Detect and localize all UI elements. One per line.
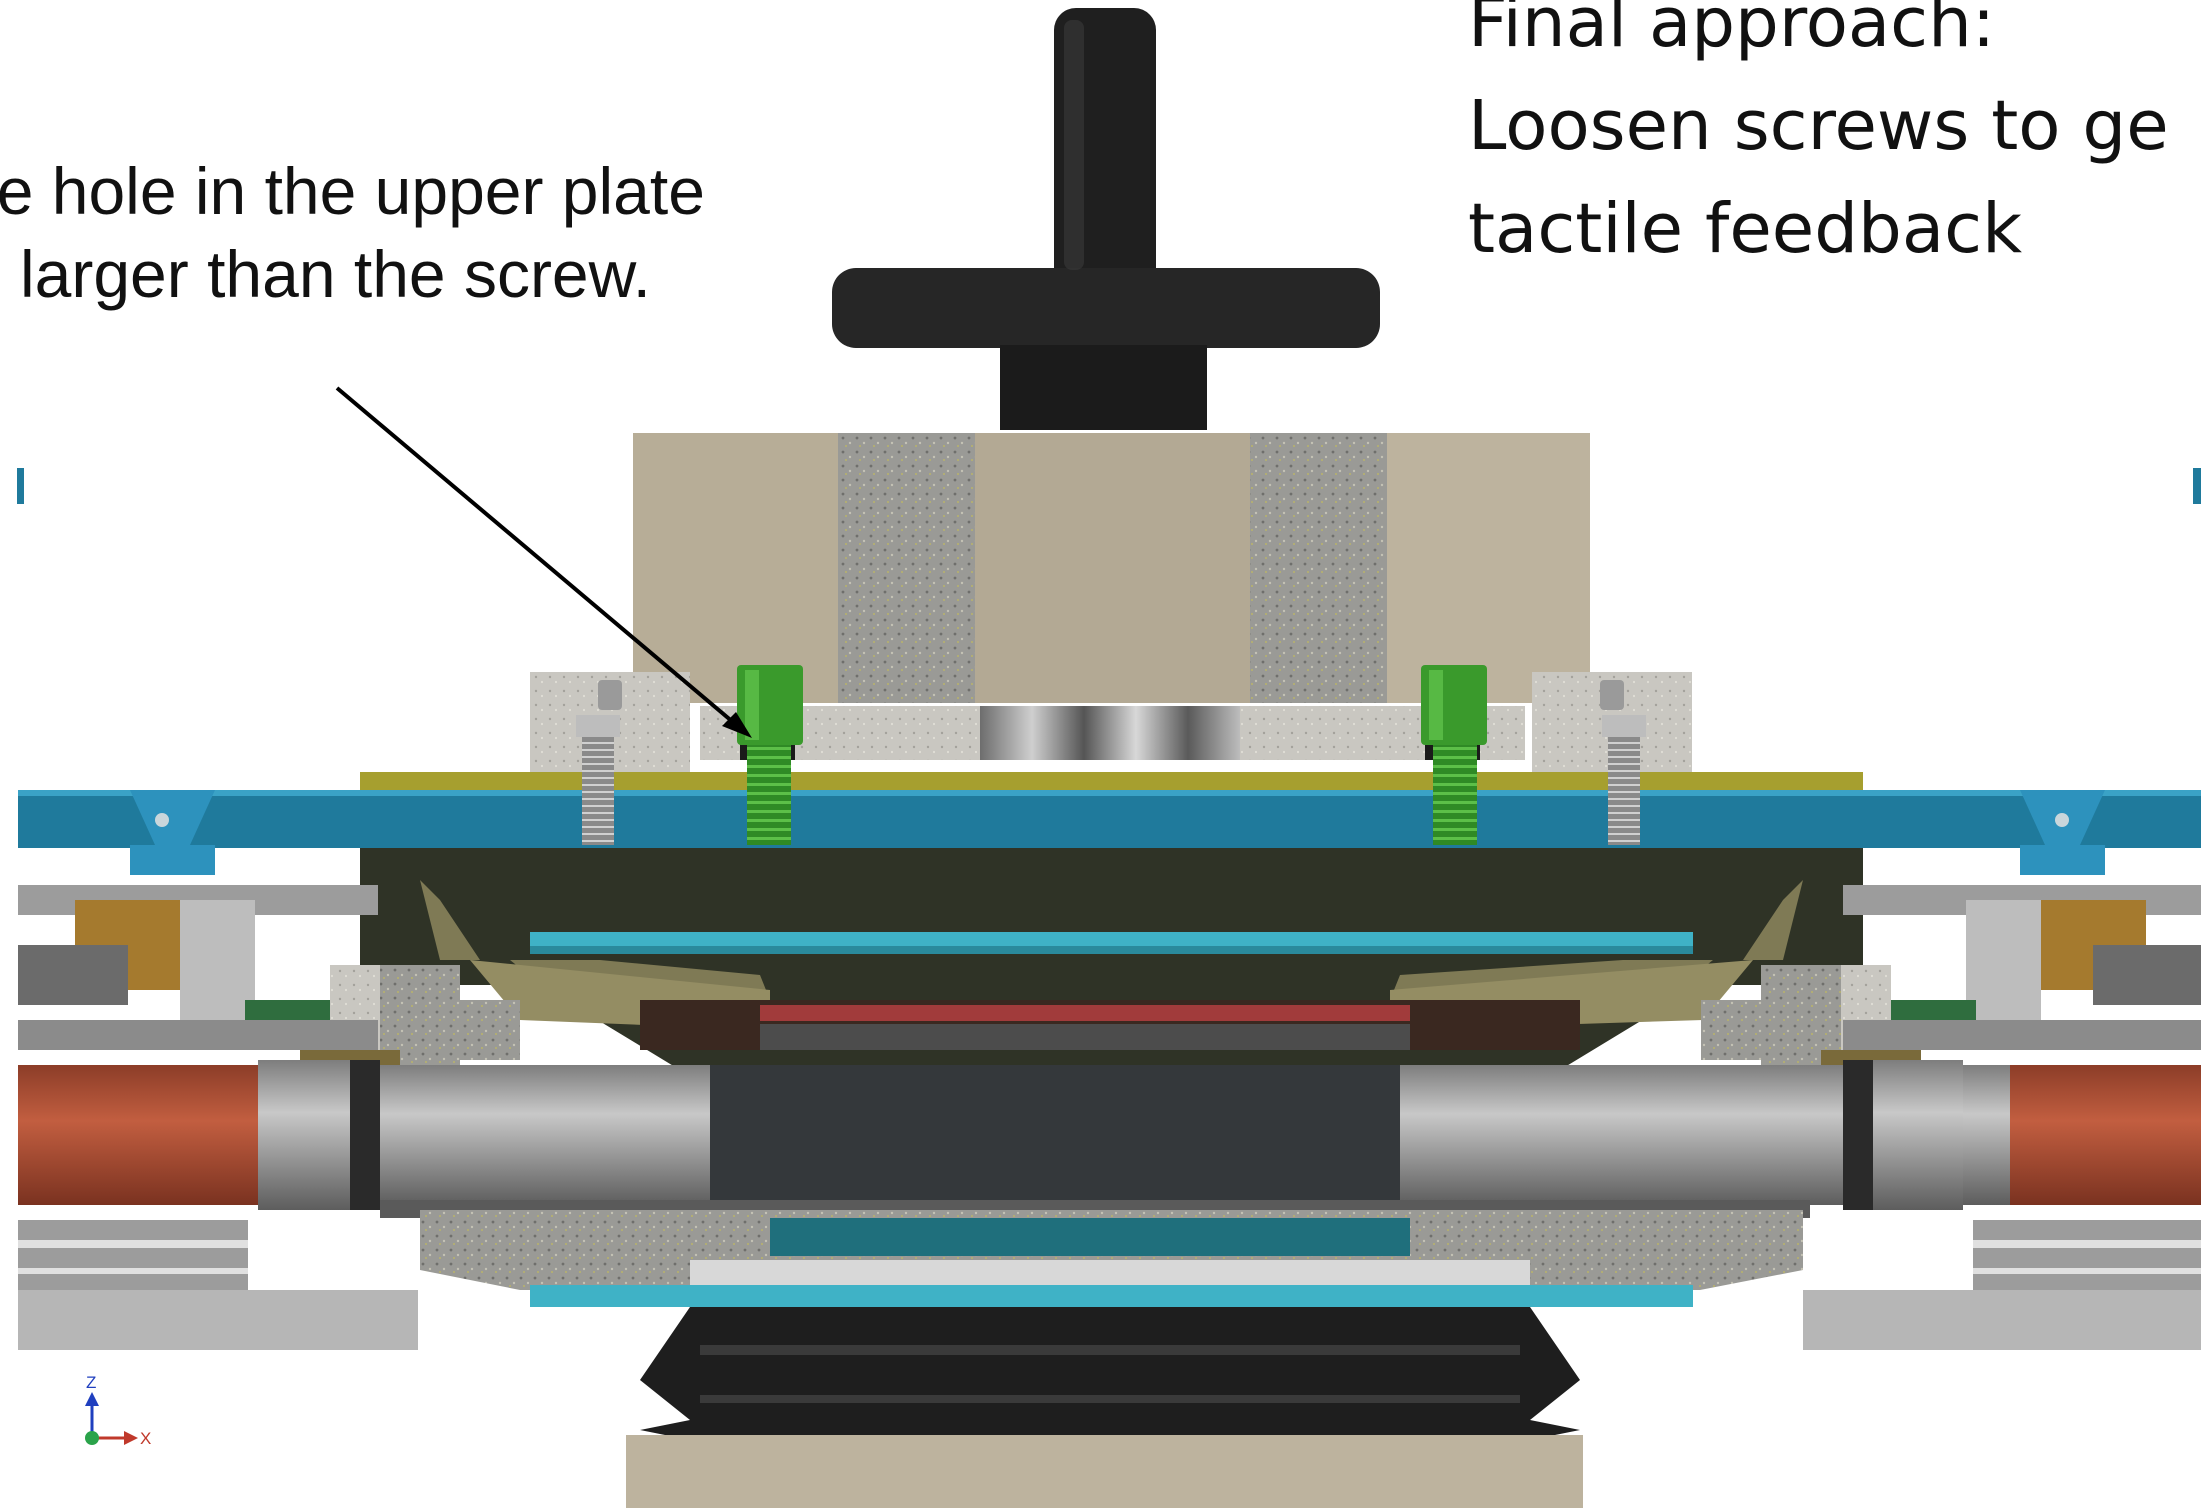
base-block [626, 1435, 1583, 1508]
final-approach-line-3: tactile feedback [1468, 189, 2023, 269]
left-edge-mark [17, 468, 24, 504]
z-axis-label: Z [86, 1373, 96, 1392]
final-approach-line-2: Loosen screws to ge [1468, 86, 2169, 166]
hole-annotation-line-2: larger than the screw. [20, 237, 651, 311]
hole-annotation: he hole in the upper plate larger than t… [0, 150, 820, 316]
beam-tube [18, 1060, 2201, 1218]
green-screws [737, 665, 1487, 845]
electronics-row [640, 1000, 1580, 1050]
bellows [640, 1307, 1580, 1440]
z-arrow-icon [85, 1392, 99, 1406]
lower-chamber [420, 1210, 1803, 1307]
final-approach-title: Final approach: [1468, 0, 1996, 63]
axis-triad: Z X [85, 1373, 151, 1448]
right-side-assembly [1701, 885, 2201, 1350]
yellow-plate [360, 772, 1863, 794]
knob [832, 8, 1380, 430]
x-axis-label: X [140, 1429, 151, 1448]
grey-screws [576, 715, 1646, 845]
final-approach-annotation: Final approach: Loosen screws to ge tact… [1468, 0, 2201, 281]
hole-annotation-line-1: he hole in the upper plate [0, 154, 705, 228]
right-edge-mark [2193, 468, 2201, 504]
annotation-arrow [335, 386, 752, 738]
upper-block [633, 433, 1590, 703]
x-arrow-icon [124, 1431, 138, 1445]
blue-plate [18, 790, 2201, 875]
